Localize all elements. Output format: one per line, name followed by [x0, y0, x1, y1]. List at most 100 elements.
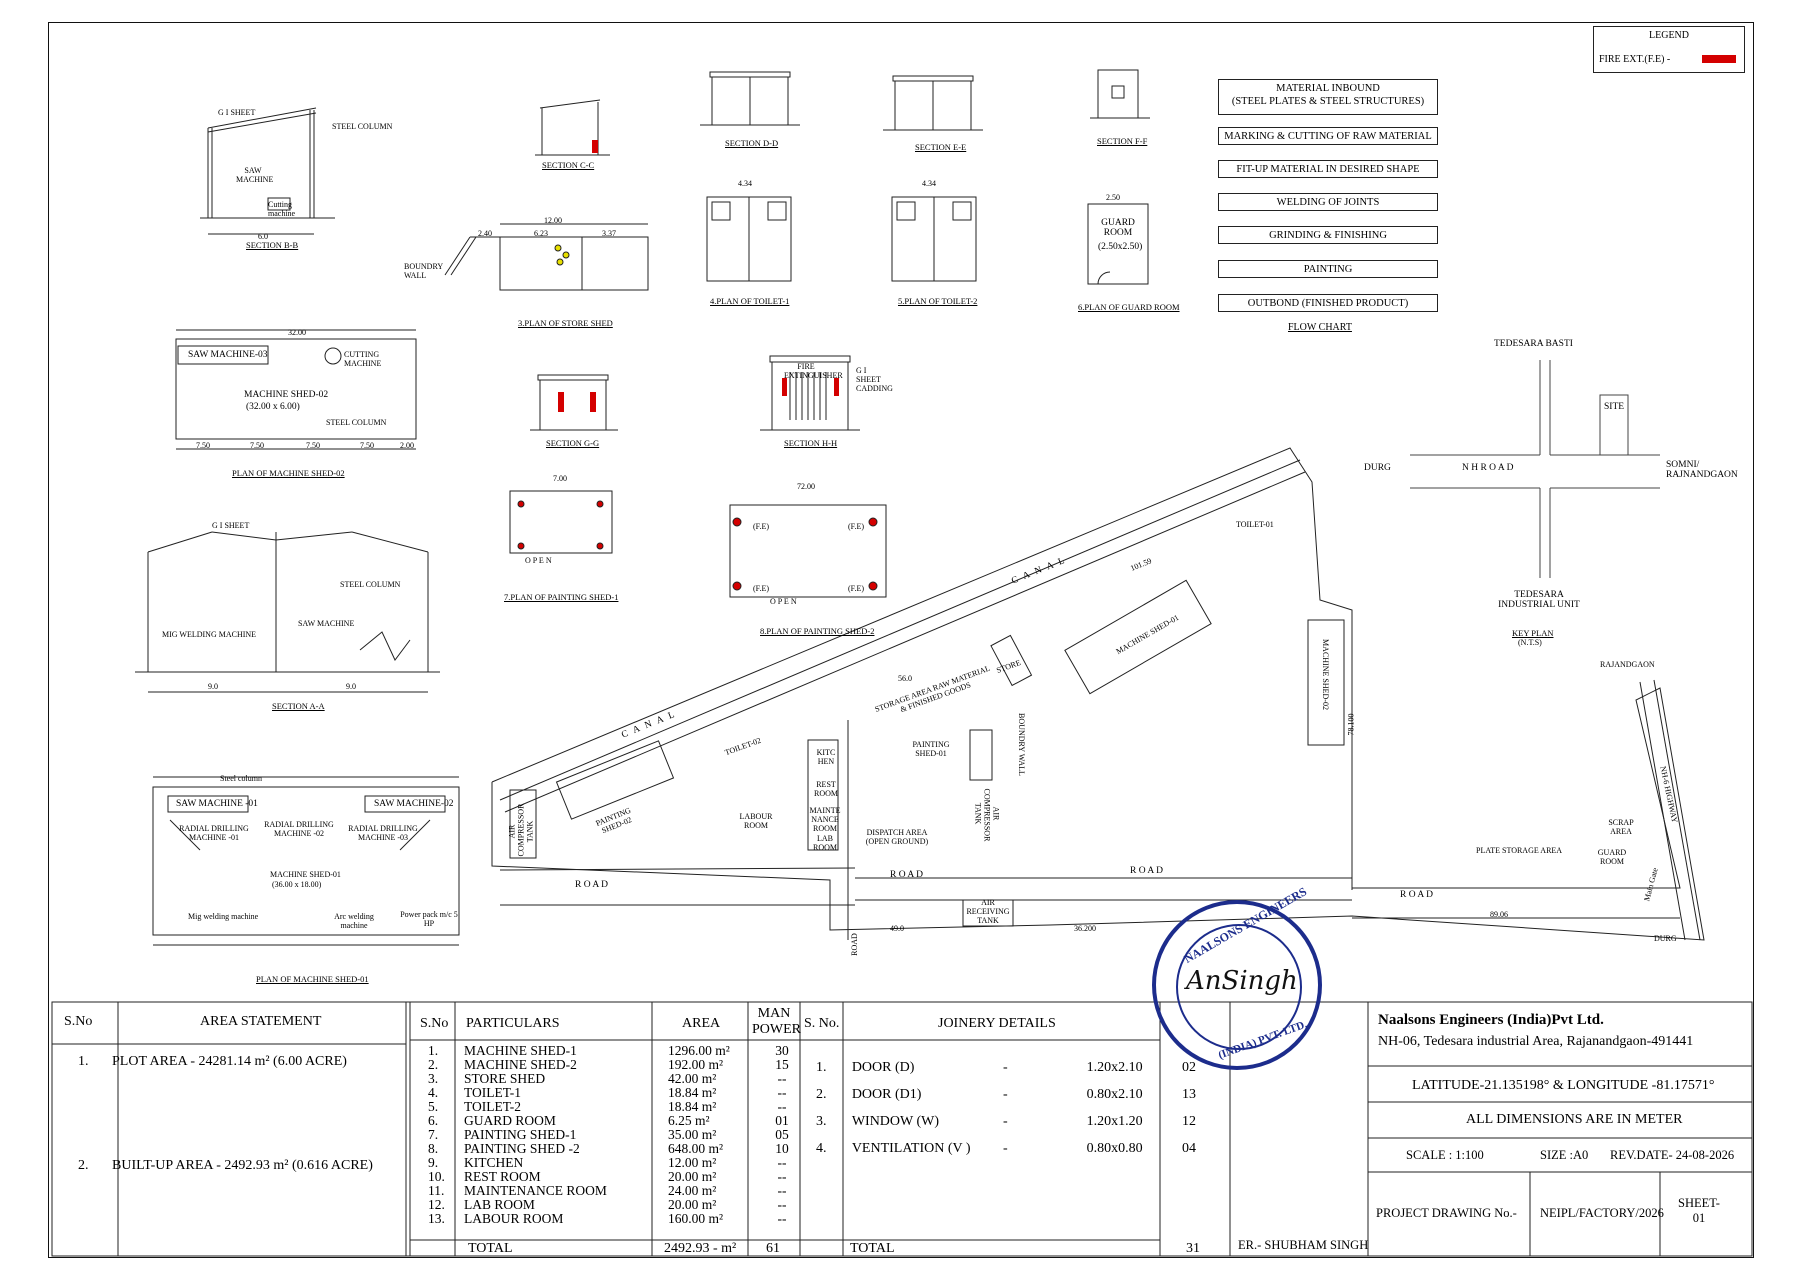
- label-gi-sheet-bb: G I SHEET: [218, 108, 256, 117]
- label-open-ps2: O P E N: [770, 597, 797, 606]
- flow-step-1: MATERIAL INBOUND (STEEL PLATES & STEEL S…: [1218, 79, 1438, 115]
- dim-ps2-72: 72.00: [797, 482, 815, 491]
- title-machine-shed-01: PLAN OF MACHINE SHED-01: [256, 974, 369, 984]
- machine-shed-01-plan-drawing: [152, 776, 460, 946]
- dim-ps1-7: 7.00: [553, 474, 567, 483]
- label-radial-2: RADIAL DRILLING MACHINE -02: [264, 820, 334, 838]
- joinery-sno-header: S. No.: [804, 1016, 840, 1031]
- dim-site-78100: 78.100: [1346, 713, 1356, 736]
- label-cutting-machine: CUTTING MACHINE: [344, 350, 382, 368]
- scale: SCALE : 1:100: [1406, 1148, 1484, 1162]
- rev-date: REV.DATE- 24-08-2026: [1610, 1148, 1735, 1162]
- label-gi-sheet-cadding: G I SHEET CADDING: [856, 366, 893, 393]
- dim-aa-9a: 9.0: [208, 682, 218, 691]
- label-nh-road: N H R O A D: [1462, 463, 1514, 473]
- title-store-shed: 3.PLAN OF STORE SHED: [518, 318, 613, 328]
- label-mig-welding-aa: MIG WELDING MACHINE: [162, 630, 257, 639]
- section-ff-drawing: [1090, 69, 1150, 119]
- part-total-power: 61: [766, 1241, 780, 1256]
- dim-store-240: 2.40: [478, 229, 492, 238]
- store-shed-plan-drawing: [444, 223, 649, 291]
- label-site: SITE: [1604, 402, 1625, 412]
- label-plate-storage: PLATE STORAGE AREA: [1476, 846, 1563, 855]
- flow-step-4: WELDING OF JOINTS: [1218, 193, 1438, 211]
- title-section-hh: SECTION H-H: [784, 438, 838, 448]
- title-machine-shed-02: PLAN OF MACHINE SHED-02: [232, 468, 345, 478]
- dim-site-49: 49.0: [890, 924, 904, 933]
- label-cutting-machine-bb: Cutting machine: [268, 200, 296, 218]
- flow-step-5: GRINDING & FINISHING: [1218, 226, 1438, 244]
- flow-step-6: PAINTING: [1218, 260, 1438, 278]
- label-steel-column-bb: STEEL COLUMN: [332, 122, 393, 131]
- dim-ms02-32: 32.00: [288, 328, 306, 337]
- label-toilet-01: TOILET-01: [1236, 520, 1274, 529]
- part-area-header: AREA: [682, 1016, 721, 1031]
- label-machine-shed-02-size: (32.00 x 6.00): [246, 402, 300, 412]
- label-power-pack: Power pack m/c 5 HP: [400, 910, 458, 928]
- label-fe-1: (F.E): [753, 522, 770, 531]
- section-aa-drawing: [135, 531, 440, 693]
- joinery-total-qty: 31: [1186, 1241, 1200, 1256]
- label-tedesara-unit: TEDESARA INDUSTRIAL UNIT: [1498, 590, 1580, 610]
- label-dispatch: DISPATCH AREA (OPEN GROUND): [865, 828, 929, 846]
- label-tedesara-basti: TEDESARA BASTI: [1494, 339, 1573, 349]
- label-road-2: R O A D: [890, 870, 923, 880]
- label-boundary-wall: BOUNDRY WALL: [404, 262, 443, 280]
- label-guard-room-size: (2.50x2.50): [1098, 242, 1143, 252]
- area-row-1-text: PLOT AREA - 24281.14 m² (6.00 ACRE): [112, 1054, 347, 1069]
- title-toilet-1: 4.PLAN OF TOILET-1: [710, 296, 790, 306]
- dim-site-36200: 36.200: [1074, 924, 1096, 933]
- label-road-vertical: ROAD: [849, 933, 859, 956]
- company-name: Naalsons Engineers (India)Pvt Ltd.: [1378, 1012, 1604, 1028]
- label-painting-shed-01: PAINTING SHED-01: [912, 740, 950, 758]
- label-saw-machine-bb: SAW MACHINE: [236, 166, 274, 184]
- title-section-ff: SECTION F-F: [1097, 136, 1148, 146]
- flow-chart-title: FLOW CHART: [1288, 322, 1352, 333]
- label-rajandgaon: RAJANDGAON: [1600, 660, 1655, 669]
- label-durg-site: DURG: [1654, 934, 1677, 943]
- toilet-1-plan-drawing: [706, 196, 792, 282]
- engineer-name: ER.- SHUBHAM SINGH: [1238, 1238, 1369, 1252]
- joinery-title: JOINERY DETAILS: [938, 1016, 1056, 1031]
- label-machine-shed-02: MACHINE SHED-02: [244, 390, 329, 400]
- title-toilet-2: 5.PLAN OF TOILET-2: [898, 296, 978, 306]
- dim-aa-9b: 9.0: [346, 682, 356, 691]
- label-fe-2: (F.E): [848, 522, 865, 531]
- label-road-1: R O A D: [575, 880, 608, 890]
- part-manpower-header: MAN POWER: [752, 1006, 801, 1037]
- title-guard-room: 6.PLAN OF GUARD ROOM: [1078, 302, 1180, 312]
- label-gi-sheet-aa: G I SHEET: [212, 521, 250, 530]
- dim-guard-250: 2.50: [1106, 193, 1120, 202]
- section-bb-drawing: [200, 107, 335, 235]
- label-lab-room: LAB ROOM: [812, 834, 837, 852]
- area-row-2-sno: 2.: [78, 1158, 89, 1173]
- label-fe-4: (F.E): [848, 584, 865, 593]
- dim-ms02-750b: 7.50: [250, 441, 264, 450]
- dim-store-623: 6.23: [534, 229, 548, 238]
- section-ee-drawing: [883, 75, 983, 131]
- key-plan-drawing: [1410, 360, 1660, 578]
- part-total-label: TOTAL: [468, 1241, 513, 1256]
- label-arc-welding: Arc welding machine: [334, 912, 374, 930]
- section-cc-drawing: [535, 99, 610, 156]
- label-radial-3: RADIAL DRILLING MACHINE -03: [348, 824, 418, 842]
- title-painting-shed-1: 7.PLAN OF PAINTING SHED-1: [504, 592, 619, 602]
- painting-shed-1-plan-drawing: [509, 490, 613, 554]
- dimensions-note: ALL DIMENSIONS ARE IN METER: [1466, 1112, 1683, 1127]
- project-drawing-no: NEIPL/FACTORY/2026: [1540, 1206, 1664, 1220]
- title-section-cc: SECTION C-C: [542, 160, 595, 170]
- site-plan-drawing: [491, 447, 1705, 941]
- part-total-area: 2492.93 - m²: [664, 1241, 737, 1256]
- label-rest-room: REST ROOM: [814, 780, 839, 798]
